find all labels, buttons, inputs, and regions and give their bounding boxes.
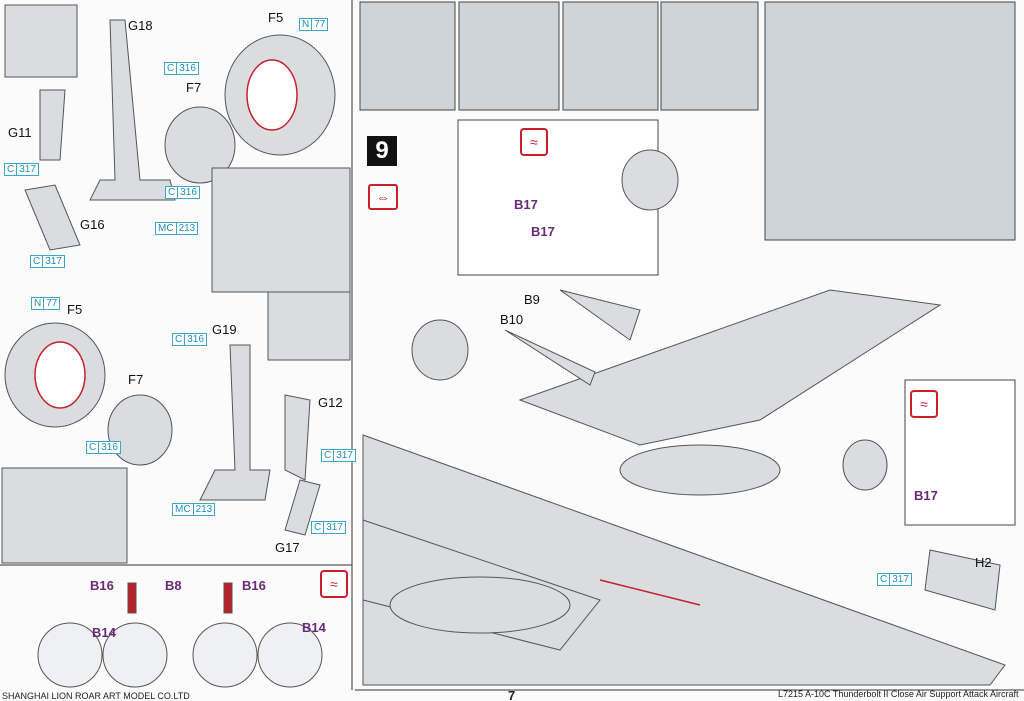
part-label: B17 xyxy=(914,488,938,503)
footer-product: L7215 A-10C Thunderbolt II Close Air Sup… xyxy=(778,689,1019,699)
part-label: B17 xyxy=(531,224,555,239)
part-label: B14 xyxy=(92,625,116,640)
part-label: G12 xyxy=(318,395,343,410)
gear-door-g17 xyxy=(284,479,321,536)
gear-door-g11 xyxy=(39,89,66,161)
page-number: 7 xyxy=(508,688,516,701)
part-label: G11 xyxy=(8,125,32,140)
part-label: G19 xyxy=(212,322,237,337)
step-number: 9 xyxy=(367,136,397,166)
aircraft-body xyxy=(362,149,1006,686)
swap-arrows-icon: ⇔ xyxy=(368,184,398,210)
part-label: G16 xyxy=(80,217,105,232)
part-label: B10 xyxy=(500,312,524,327)
part-label: B16 xyxy=(242,578,266,593)
part-h2 xyxy=(924,549,1001,611)
part-label: B17 xyxy=(514,197,538,212)
part-label: G17 xyxy=(275,540,300,555)
part-label: F5 xyxy=(268,10,284,25)
part-label: F5 xyxy=(67,302,83,317)
wheel-hub-f7 xyxy=(107,394,173,466)
gear-door-g16 xyxy=(24,184,81,251)
part-label: B9 xyxy=(524,292,540,307)
landing-gear-strut xyxy=(89,19,176,201)
wheel-hub-f7 xyxy=(164,106,236,184)
part-label: B16 xyxy=(90,578,114,593)
gear-door-g12 xyxy=(284,394,311,481)
part-label: G18 xyxy=(128,18,153,33)
cockpit-detail-inset xyxy=(764,1,1016,241)
detail-inset xyxy=(211,167,351,293)
part-label: F7 xyxy=(186,80,202,95)
decal-water-icon: ≈ xyxy=(520,128,548,156)
part-label: B8 xyxy=(165,578,182,593)
decal-water-icon: ≈ xyxy=(320,570,348,598)
part-label: F7 xyxy=(128,372,144,387)
decal-water-icon: ≈ xyxy=(910,390,938,418)
footer-company: SHANGHAI LION ROAR ART MODEL CO.LTD xyxy=(2,691,190,701)
landing-gear-strut xyxy=(199,344,271,501)
detail-inset xyxy=(4,4,78,78)
detail-inset xyxy=(1,467,128,564)
part-label: H2 xyxy=(975,555,992,570)
part-label: B14 xyxy=(302,620,326,635)
